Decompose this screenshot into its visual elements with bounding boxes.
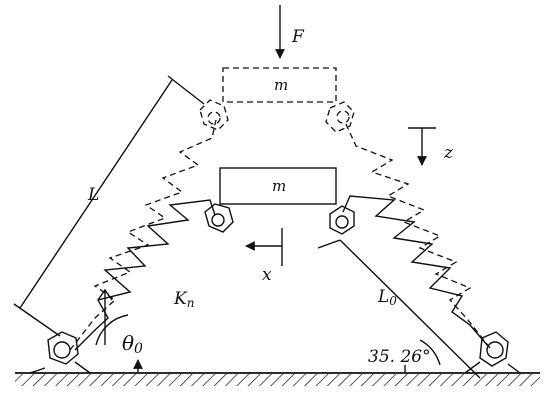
bottom-right-joint	[329, 205, 355, 235]
angle-theta-label: θ0	[122, 331, 143, 357]
dimension-L0: L0	[317, 239, 481, 379]
axis-x-label: x	[262, 265, 272, 285]
length-L-label: L	[87, 185, 99, 205]
angle-35-26: 35. 26°	[368, 339, 441, 372]
axis-z-label: z	[443, 143, 454, 163]
top-right-joint	[325, 101, 355, 133]
x-axis: x	[245, 228, 283, 285]
mass-top-label: m	[274, 76, 288, 94]
dimension-L: L	[13, 75, 205, 337]
length-L0-label: L0	[377, 287, 397, 308]
bottom-left-joint	[204, 203, 234, 233]
right-ground-pivot	[464, 331, 521, 374]
left-ground-pivot	[29, 331, 91, 374]
angle-theta: θ0	[95, 288, 143, 372]
top-left-joint	[199, 99, 229, 131]
mass-top-dashed: m	[222, 67, 337, 103]
stiffness-label: Kn	[173, 289, 194, 310]
z-axis: z	[408, 127, 454, 166]
force-label: F	[291, 27, 305, 47]
dashed-springs	[69, 119, 491, 351]
force-arrow: F	[275, 5, 305, 59]
mass-bottom: m	[219, 167, 337, 205]
mass-bottom-label: m	[272, 177, 286, 195]
solid-springs	[74, 195, 489, 351]
ground	[15, 372, 540, 386]
angle-value-label: 35. 26°	[368, 347, 431, 367]
